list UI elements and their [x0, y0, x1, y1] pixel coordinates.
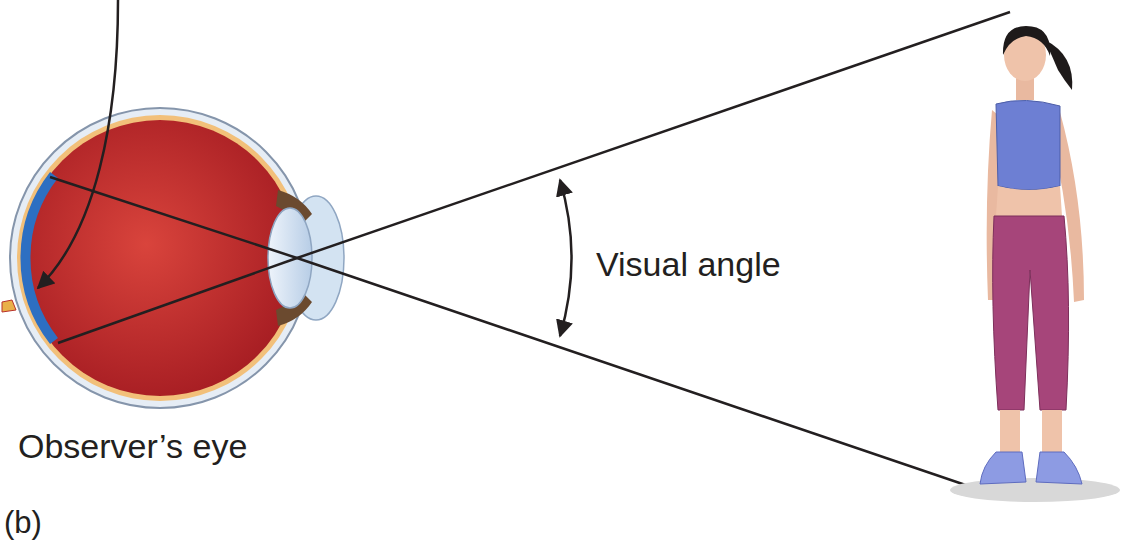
leader-line: [38, 0, 118, 288]
eye-label: Observer’s eye: [18, 428, 247, 465]
person-figure: [950, 26, 1120, 502]
angle-label: Visual angle: [596, 246, 781, 283]
panel-letter: (b): [4, 506, 42, 540]
visual-rays: [50, 12, 1010, 495]
eyeball: [2, 108, 344, 408]
angle-arc: [560, 180, 571, 336]
